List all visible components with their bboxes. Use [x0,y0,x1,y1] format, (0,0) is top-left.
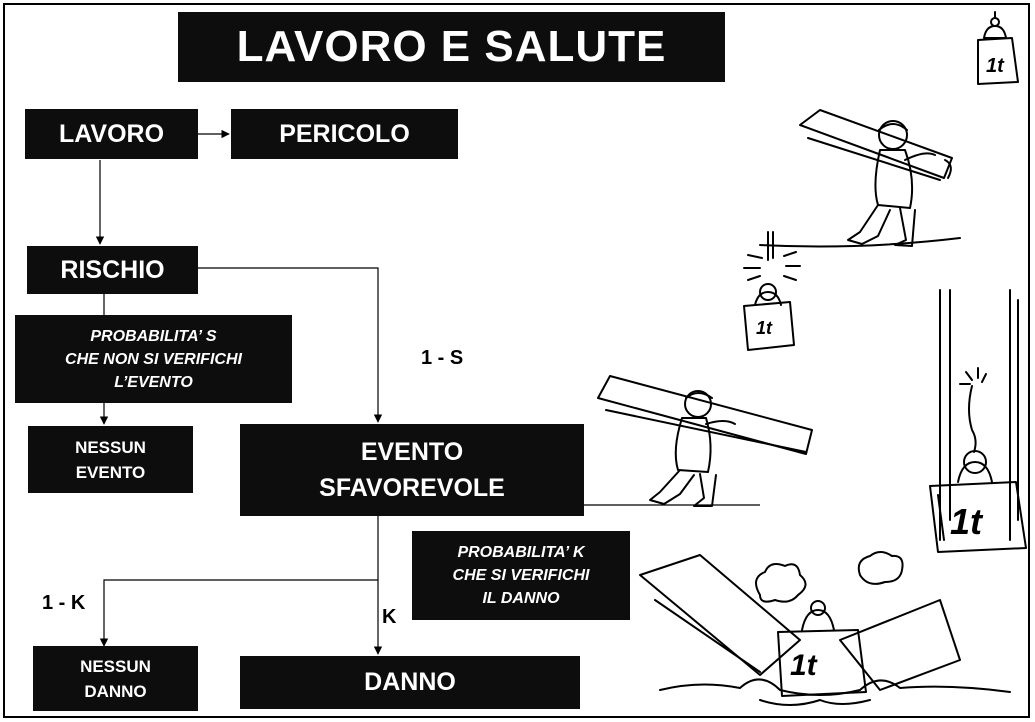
arrow-to-nessun-danno [99,579,378,647]
node-danno: DANNO [240,656,580,709]
crushed-worker-scene-icon: 1t [639,551,1011,706]
weight-label-large: 1t [950,501,984,542]
page-title: LAVORO E SALUTE [178,12,725,82]
note-probabilita-k: PROBABILITA’ K CHE SI VERIFICHI IL DANNO [412,531,630,620]
node-nessun-evento: NESSUN EVENTO [28,426,193,493]
node-nessun-danno: NESSUN DANNO [33,646,198,711]
weight-label-crushed: 1t [790,649,819,682]
node-rischio: RISCHIO [27,246,198,294]
worker-carrying-beam-icon-top [759,109,961,248]
weight-1t-icon-falling-large: 1t [929,289,1027,553]
arrow-rischio-evento [198,267,383,423]
slide-frame [3,3,1030,718]
weight-label: 1t [986,55,1005,77]
worker-carrying-beam-icon-middle [597,375,813,507]
weight-1t-icon-top: 1t [977,11,1019,85]
node-lavoro: LAVORO [25,109,198,159]
note-probabilita-s: PROBABILITA’ S CHE NON SI VERIFICHI L’EV… [15,315,292,403]
edge-label-k: K [382,606,397,628]
weight-1t-icon-falling-small: 1t [743,231,801,351]
edge-label-1-k: 1 - K [42,592,86,614]
node-pericolo: PERICOLO [231,109,458,159]
weight-label-small: 1t [756,318,773,338]
edge-label-1-s: 1 - S [421,347,464,369]
node-evento-sfavorevole: EVENTO SFAVOREVOLE [240,424,584,516]
